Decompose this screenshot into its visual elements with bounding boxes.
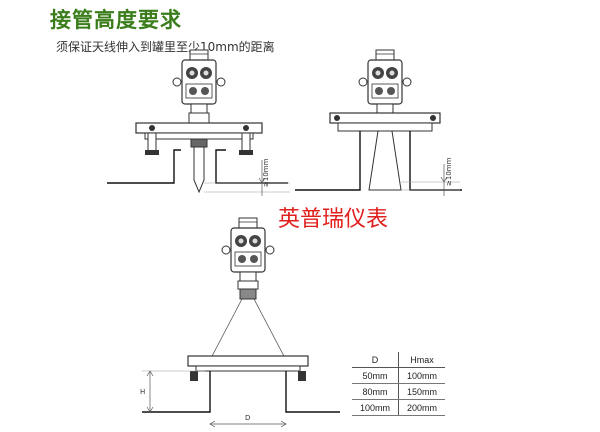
table-header-hmax: Hmax bbox=[398, 352, 445, 368]
nozzle-size-table: D Hmax 50mm 100mm 80mm 150mm 100mm 200mm bbox=[352, 352, 445, 416]
gap-label-left: ≥10mm bbox=[262, 158, 270, 187]
diameter-label: D bbox=[245, 414, 250, 422]
table-header-d: D bbox=[352, 352, 399, 368]
table-cell: 150mm bbox=[398, 383, 445, 400]
gap-label-right: ≥10mm bbox=[445, 157, 453, 186]
table-cell: 200mm bbox=[398, 399, 445, 416]
table-cell: 80mm bbox=[352, 383, 399, 400]
page-subtitle: 须保证天线伸入到罐里至少10mm的距离 bbox=[56, 40, 275, 54]
table-row: 100mm 200mm bbox=[352, 399, 445, 416]
brand-watermark: 英普瑞仪表 bbox=[278, 207, 389, 232]
diagram-horn-antenna: ≥10mm bbox=[295, 49, 462, 196]
table-cell: 100mm bbox=[352, 399, 399, 416]
table-cell: 50mm bbox=[352, 367, 399, 384]
table-cell: 100mm bbox=[398, 367, 445, 384]
diagram-beam-nozzle: H D bbox=[140, 217, 340, 428]
table-row: 80mm 150mm bbox=[352, 383, 445, 400]
table-row: 50mm 100mm bbox=[352, 367, 445, 384]
page-title: 接管高度要求 bbox=[50, 8, 182, 32]
height-label: H bbox=[140, 388, 145, 396]
diagram-rod-antenna: ≥10mm bbox=[107, 49, 290, 196]
